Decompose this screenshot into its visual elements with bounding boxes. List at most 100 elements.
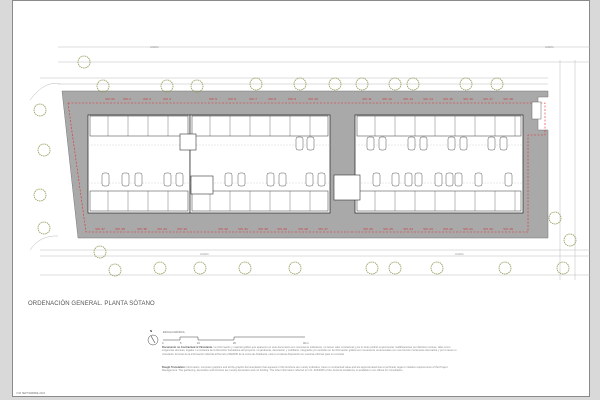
unit-label-bottom: VIV. 24 — [403, 227, 413, 231]
parked-car — [266, 172, 275, 187]
unit-label-bottom: VIV. 36 — [115, 227, 125, 231]
parked-car — [366, 136, 375, 151]
lower-units-row — [356, 190, 522, 212]
street-curbs — [29, 60, 576, 280]
scale-tick: 10 — [197, 342, 200, 345]
upper-units-row — [356, 115, 522, 137]
unit-label-bottom: VIV. 29 — [277, 227, 287, 231]
tree-icon — [328, 77, 342, 91]
parked-car — [391, 172, 400, 187]
parked-car — [499, 136, 508, 151]
unit-label-top: VIV. 17 — [483, 97, 493, 101]
unit-label-bottom: VIV. 23 — [423, 227, 433, 231]
unit-label-top: VIV. 7 — [249, 97, 257, 101]
unit-label-bottom: VIV. 20 — [483, 227, 493, 231]
property-boundary — [67, 102, 546, 233]
street-label: ACERA — [545, 46, 554, 49]
tree-icon — [153, 261, 167, 275]
tree-icon — [33, 188, 47, 202]
tree-icon — [459, 77, 473, 91]
unit-label-bottom: VIV. 27 — [318, 227, 328, 231]
unit-label-top: VIV. 13 — [403, 97, 413, 101]
tree-icon — [160, 79, 174, 93]
unit-label-bottom: VIV. 22 — [443, 227, 453, 231]
parked-car — [419, 136, 428, 151]
parked-car — [101, 172, 110, 187]
tree-icon — [490, 77, 504, 91]
disclaimer-en-text: Information, computer graphics and all t… — [162, 366, 448, 373]
revision-date: V.06 SEPTIEMBRE 2024 — [16, 392, 46, 395]
parked-car — [278, 172, 287, 187]
unit-label-top: VIV. 8 — [268, 97, 276, 101]
unit-label-top: VIV. 2 — [123, 97, 131, 101]
unit-label-top: VIV. 01 — [105, 97, 115, 101]
scale-bar — [163, 336, 305, 341]
parked-car — [306, 136, 315, 151]
unit-label-top: VIV. 3 — [143, 97, 151, 101]
tree-icon — [556, 261, 570, 275]
unit-label-top: VIV. 15 — [443, 97, 453, 101]
tree-icon — [293, 77, 307, 91]
tree-icon — [249, 77, 263, 91]
unit-label-top: VIV. 10 — [308, 97, 318, 101]
tree-icon — [238, 261, 252, 275]
disclaimer-en-heading: Rough Translation: — [162, 366, 186, 369]
north-arrow-needle — [150, 335, 156, 344]
tree-icon — [548, 211, 562, 225]
parked-car — [134, 172, 143, 187]
parked-car — [224, 172, 233, 187]
unit-label-top: VIV. 11 — [362, 97, 372, 101]
unit-label-bottom: VIV. 33 — [177, 227, 187, 231]
tree-icon — [37, 221, 51, 235]
parked-car — [163, 172, 172, 187]
unit-label-top: VIV. 16 — [463, 97, 473, 101]
tree-icon — [355, 77, 369, 91]
tree-icon — [193, 261, 207, 275]
parked-car — [121, 172, 130, 187]
tree-icon — [77, 55, 91, 69]
parked-car — [434, 172, 443, 187]
unit-label-top: VIV. 5 — [209, 97, 217, 101]
unit-label-bottom: VIV. 25 — [383, 227, 393, 231]
parked-car — [414, 172, 423, 187]
unit-label-bottom: VIV. 34 — [157, 227, 167, 231]
tree-icon — [288, 261, 302, 275]
unit-label-bottom: VIV. 31 — [238, 227, 248, 231]
unit-label-bottom: VIV. 35 — [137, 227, 147, 231]
unit-label-top: VIV. 9 — [288, 97, 296, 101]
tree-icon — [563, 233, 577, 247]
unit-label-bottom: VIV. 37 — [95, 227, 105, 231]
stair-core — [333, 174, 361, 201]
tree-icon — [406, 77, 420, 91]
upper-units-row — [89, 115, 189, 137]
parked-car — [459, 136, 468, 151]
access-ramp — [531, 101, 542, 120]
scale-label: ESCALA GRÁFICA — [163, 331, 185, 334]
parked-car — [372, 172, 381, 187]
unit-label-top: VIV. 12 — [382, 97, 392, 101]
tree-icon — [498, 261, 512, 275]
unit-label-top: VIV. 6 — [228, 97, 236, 101]
parked-car — [295, 136, 304, 151]
lower-units-row — [191, 190, 329, 212]
parked-car — [504, 172, 513, 187]
tree-icon — [388, 261, 402, 275]
tree-icon — [93, 245, 107, 259]
tree-icon — [365, 261, 379, 275]
parked-car — [378, 136, 387, 151]
unit-label-top: VIV. 14 — [423, 97, 433, 101]
unit-label-bottom: VIV. 32 — [218, 227, 228, 231]
lower-units-row — [89, 190, 189, 212]
tree-icon — [96, 79, 110, 93]
disclaimer-es-text: La información y material gráfico que ap… — [162, 346, 457, 356]
north-label: N — [150, 329, 153, 333]
stair-core — [190, 175, 214, 195]
street-label: ACERA — [455, 253, 464, 256]
upper-units-row — [191, 115, 329, 137]
stair-core — [179, 133, 197, 151]
tree-icon — [108, 263, 122, 277]
tree-icon — [430, 261, 444, 275]
parked-car — [175, 172, 184, 187]
unit-label-bottom: VIV. 19 — [503, 227, 513, 231]
